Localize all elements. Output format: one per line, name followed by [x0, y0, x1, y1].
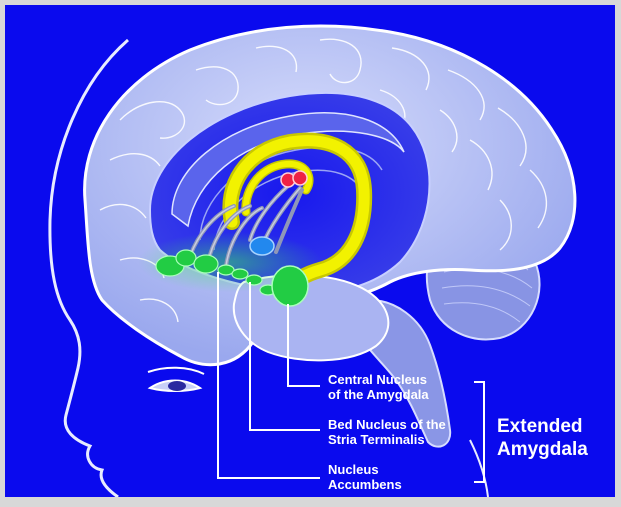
blue-nucleus: [250, 237, 274, 255]
label-central-line1: Central Nucleus: [328, 372, 429, 387]
label-accumbens-line1: Nucleus: [328, 462, 402, 477]
label-accumbens-line2: Accumbens: [328, 477, 402, 492]
label-bed-nucleus: Bed Nucleus of the Stria Terminalis: [328, 417, 446, 447]
label-group-line1: Extended: [497, 415, 588, 438]
label-bed-line1: Bed Nucleus of the: [328, 417, 446, 432]
label-group-line2: Amygdala: [497, 438, 588, 461]
label-central-line2: of the Amygdala: [328, 387, 429, 402]
red-nucleus: [281, 171, 307, 187]
label-extended-amygdala: Extended Amygdala: [497, 415, 588, 461]
label-bed-line2: Stria Terminalis: [328, 432, 446, 447]
label-central-nucleus: Central Nucleus of the Amygdala: [328, 372, 429, 402]
central-nucleus-shape: [272, 266, 308, 306]
label-nucleus-accumbens: Nucleus Accumbens: [328, 462, 402, 492]
